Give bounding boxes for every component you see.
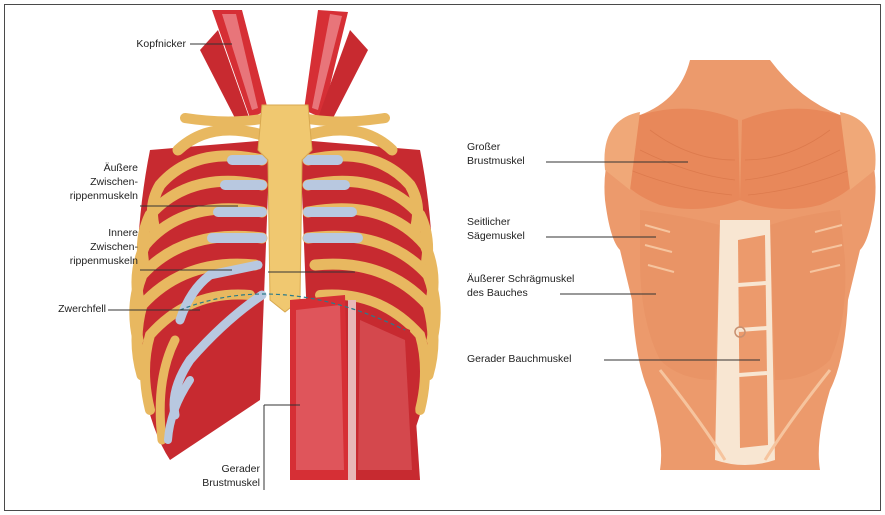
- right-clavicle: [302, 118, 385, 122]
- label-grosser-line2: Brustmuskel: [467, 155, 525, 168]
- label-grosser-line1: Großer: [467, 141, 500, 154]
- label-innere-line2: Zwischen-: [40, 241, 138, 254]
- label-aeussere-line2: Zwischen-: [40, 176, 138, 189]
- label-aeussere-line3: rippenmuskeln: [40, 190, 138, 203]
- label-seitlicher-line2: Sägemuskel: [467, 230, 525, 243]
- label-gerader-brust-line2: Brustmuskel: [170, 477, 260, 490]
- left-clavicle: [185, 118, 268, 122]
- label-aeussere-line1: Äußere: [40, 162, 138, 175]
- torso-illustration: [604, 60, 875, 470]
- label-seitlicher-line1: Seitlicher: [467, 216, 510, 229]
- label-kopfnicker: Kopfnicker: [110, 38, 186, 51]
- label-gerader-brust-line1: Gerader: [170, 463, 260, 476]
- label-innere-line1: Innere: [40, 227, 138, 240]
- label-schraeg-line1: Äußerer Schrägmuskel: [467, 273, 574, 286]
- label-schraeg-line2: des Bauches: [467, 287, 528, 300]
- label-innere-line3: rippenmuskeln: [40, 255, 138, 268]
- label-gerader-bauch: Gerader Bauchmuskel: [467, 353, 571, 366]
- rib-cage-illustration: [135, 10, 435, 480]
- label-zwerchfell: Zwerchfell: [20, 303, 106, 316]
- rectus-abdominis: [738, 235, 768, 448]
